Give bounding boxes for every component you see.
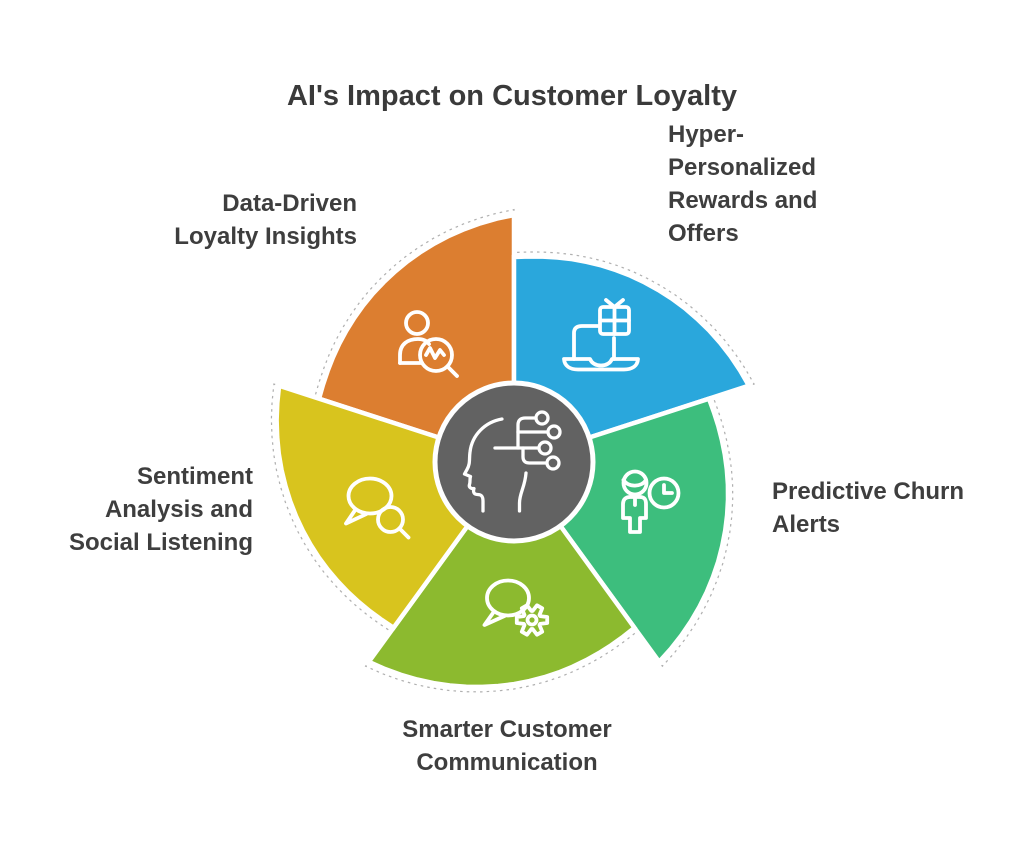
label-line: Predictive Churn <box>772 478 965 505</box>
wheel-segments <box>274 212 753 690</box>
wheel-dashed-outline <box>270 208 755 693</box>
person-clock-icon <box>621 469 681 534</box>
person-analytics-icon <box>398 310 459 378</box>
segment-sentiment-analysis-social-listening <box>274 382 471 631</box>
segment-hyper-personalized-rewards <box>511 254 753 441</box>
label-line: Hyper- <box>668 121 745 148</box>
label-line: Offers <box>668 220 739 247</box>
label-line: Loyalty Insights <box>174 223 357 250</box>
label-line: Analysis and <box>104 496 253 523</box>
segment-predictive-churn-alerts <box>557 395 731 666</box>
label-line: Social Listening <box>68 529 253 556</box>
label-data-driven-loyalty-insights: Data-Driven Loyalty Insights <box>57 187 357 253</box>
segment-data-driven-loyalty-insights <box>316 212 517 441</box>
ai-head-circuit-icon <box>462 410 562 513</box>
dashed-outline-predictive-churn-alerts <box>560 396 734 668</box>
label-line: Smarter Customer <box>402 716 612 743</box>
gear-icon-path <box>514 603 550 637</box>
label-line: Rewards and <box>668 187 818 214</box>
label-sentiment-analysis-social-listening: Sentiment Analysis and Social Listening <box>0 460 253 559</box>
label-line: Communication <box>416 749 598 776</box>
chat-gear-icon <box>482 578 550 637</box>
label-smarter-customer-communication: Smarter Customer Communication <box>307 713 707 779</box>
dashed-outline-sentiment-analysis-social-listening <box>270 383 468 633</box>
page-title: AI's Impact on Customer Loyalty <box>286 80 738 112</box>
dashed-outline-hyper-personalized-rewards <box>513 251 755 439</box>
chat-search-icon <box>344 476 411 540</box>
label-line: Sentiment <box>136 463 253 490</box>
label-hyper-personalized-rewards: Hyper- Personalized Rewards and Offers <box>668 118 898 250</box>
center-hub-circle <box>432 380 596 544</box>
laptop-gift-icon <box>562 298 640 372</box>
label-line: Alerts <box>772 511 841 538</box>
label-line: Personalized <box>668 154 817 181</box>
segment-smarter-customer-communication <box>365 522 638 690</box>
label-predictive-churn-alerts: Predictive Churn Alerts <box>772 475 1002 541</box>
dashed-outline-data-driven-loyalty-insights <box>313 208 515 439</box>
label-line: Data-Driven <box>222 190 357 217</box>
dashed-outline-smarter-customer-communication <box>364 525 638 693</box>
